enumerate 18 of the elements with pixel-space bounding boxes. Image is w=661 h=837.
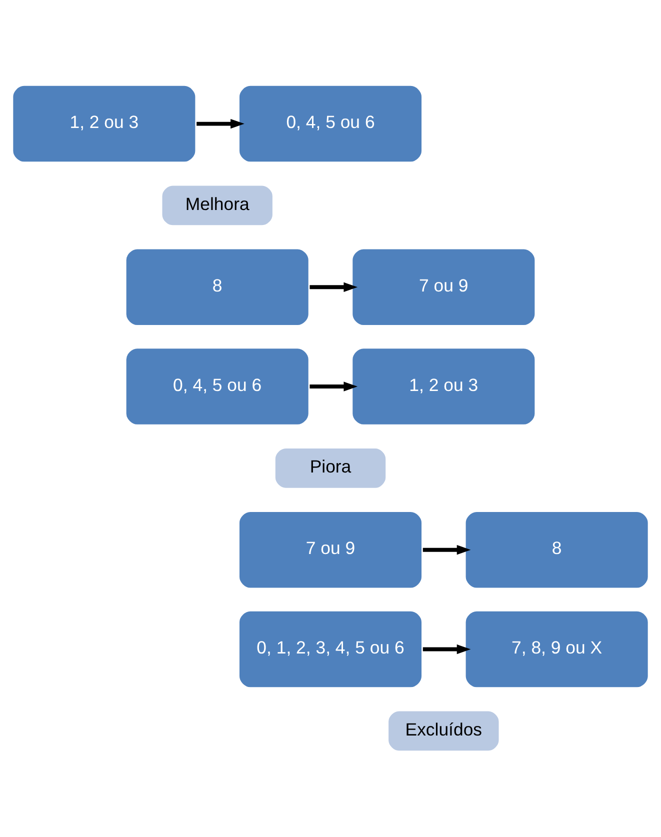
arrow bbox=[422, 545, 471, 555]
arrow bbox=[310, 382, 358, 392]
node-box: Excluídos bbox=[386, 708, 502, 754]
arrow bbox=[196, 118, 244, 129]
node-box: 1, 2 ou 3 bbox=[350, 346, 537, 426]
node-box: 8 bbox=[464, 510, 650, 590]
node-box: 8 bbox=[124, 247, 310, 327]
node-box: 0, 4, 5 ou 6 bbox=[238, 84, 424, 164]
node-box: Piora bbox=[272, 446, 389, 491]
arrow bbox=[422, 644, 471, 654]
node-box: 7, 8, 9 ou X bbox=[464, 609, 650, 690]
node-box: 0, 1, 2, 3, 4, 5 ou 6 bbox=[238, 609, 424, 690]
node-box: 0, 4, 5 ou 6 bbox=[124, 346, 310, 426]
arrow bbox=[310, 282, 358, 292]
node-box: 1, 2 ou 3 bbox=[11, 84, 198, 164]
node-box: Melhora bbox=[159, 182, 276, 228]
node-box: 7 ou 9 bbox=[238, 510, 424, 590]
node-box: 7 ou 9 bbox=[350, 247, 537, 327]
